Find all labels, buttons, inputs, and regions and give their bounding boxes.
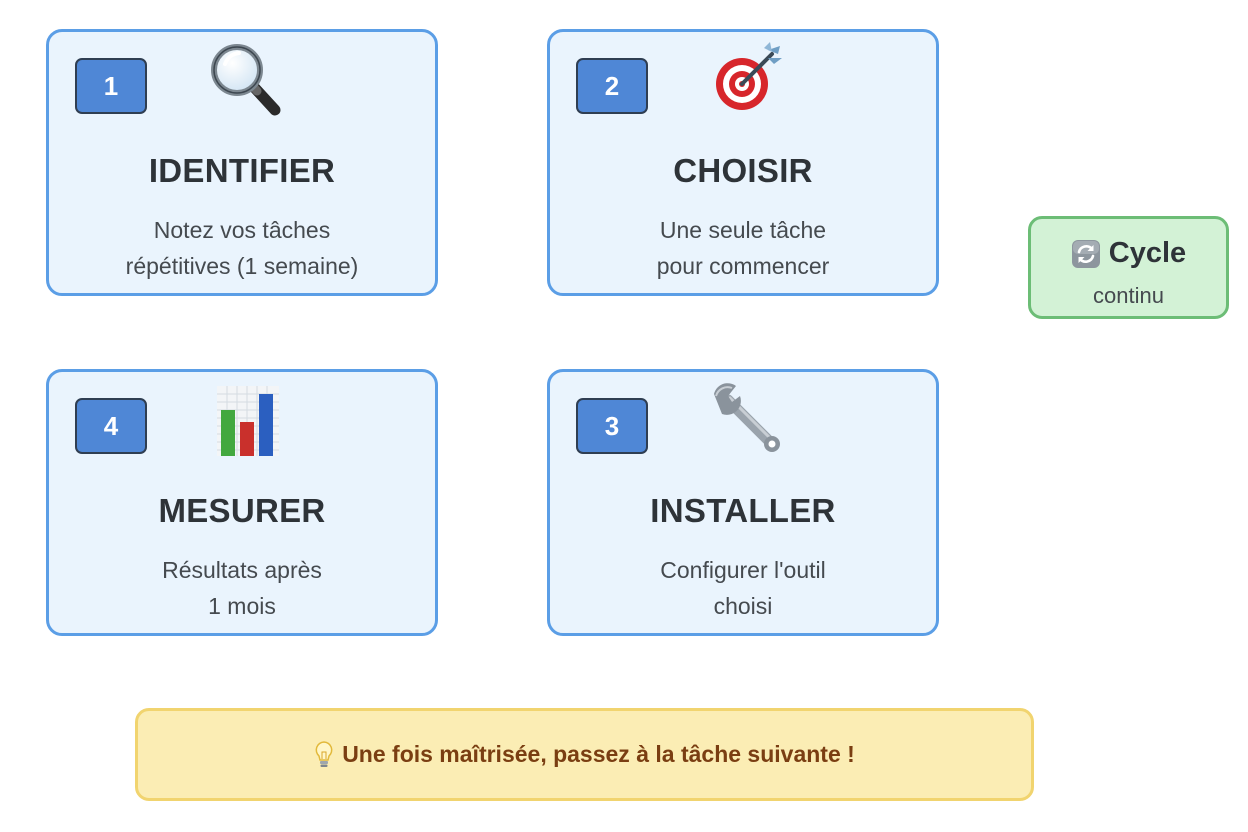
cycle-title: Cycle xyxy=(1108,237,1187,269)
step-card-choisir: 2 CHOISIR Une seule tâche pour commencer xyxy=(547,29,939,296)
step-description: Une seule tâche pour commencer xyxy=(550,212,936,284)
step-description-line: Résultats après xyxy=(162,557,322,583)
lightbulb-icon xyxy=(315,740,333,767)
step-description-line: pour commencer xyxy=(656,253,830,279)
step-description: Résultats après 1 mois xyxy=(49,552,435,624)
step-number-badge: 2 xyxy=(576,58,648,114)
step-description-line: Notez vos tâches xyxy=(153,217,331,243)
step-description-line: 1 mois xyxy=(208,593,276,619)
step-title: MESURER xyxy=(158,492,326,529)
step-description: Notez vos tâches répétitives (1 semaine) xyxy=(49,212,435,284)
step-description: Configurer l'outil choisi xyxy=(550,552,936,624)
step-description-line: répétitives (1 semaine) xyxy=(125,253,359,279)
step-number-badge: 1 xyxy=(75,58,147,114)
step-description-line: Une seule tâche xyxy=(659,217,827,243)
step-description-line: choisi xyxy=(713,593,773,619)
step-description-line: Configurer l'outil xyxy=(660,557,826,583)
step-number-badge: 4 xyxy=(75,398,147,454)
bar-chart-icon xyxy=(207,380,287,460)
step-card-mesurer: 4 MESURER Résult xyxy=(46,369,438,636)
magnifying-glass-icon xyxy=(207,40,287,120)
step-title: IDENTIFIER xyxy=(148,152,336,189)
step-title: INSTALLER xyxy=(650,492,836,529)
cycle-box: Cycle continu xyxy=(1028,216,1229,319)
wrench-icon xyxy=(708,380,788,460)
step-title: CHOISIR xyxy=(673,152,813,189)
cycle-subtitle: continu xyxy=(1093,283,1164,308)
target-dart-icon xyxy=(708,40,788,120)
tip-text: Une fois maîtrisée, passez à la tâche su… xyxy=(342,741,855,767)
step-number-badge: 3 xyxy=(576,398,648,454)
tip-banner: Une fois maîtrisée, passez à la tâche su… xyxy=(135,708,1034,801)
step-card-installer: 3 INSTALLER Configurer l'outil choisi xyxy=(547,369,939,636)
step-card-identifier: 1 IDENTIFIER Notez vos tâches répétitive… xyxy=(46,29,438,296)
refresh-icon xyxy=(1071,239,1100,268)
cycle-header: Cycle xyxy=(1031,237,1226,270)
